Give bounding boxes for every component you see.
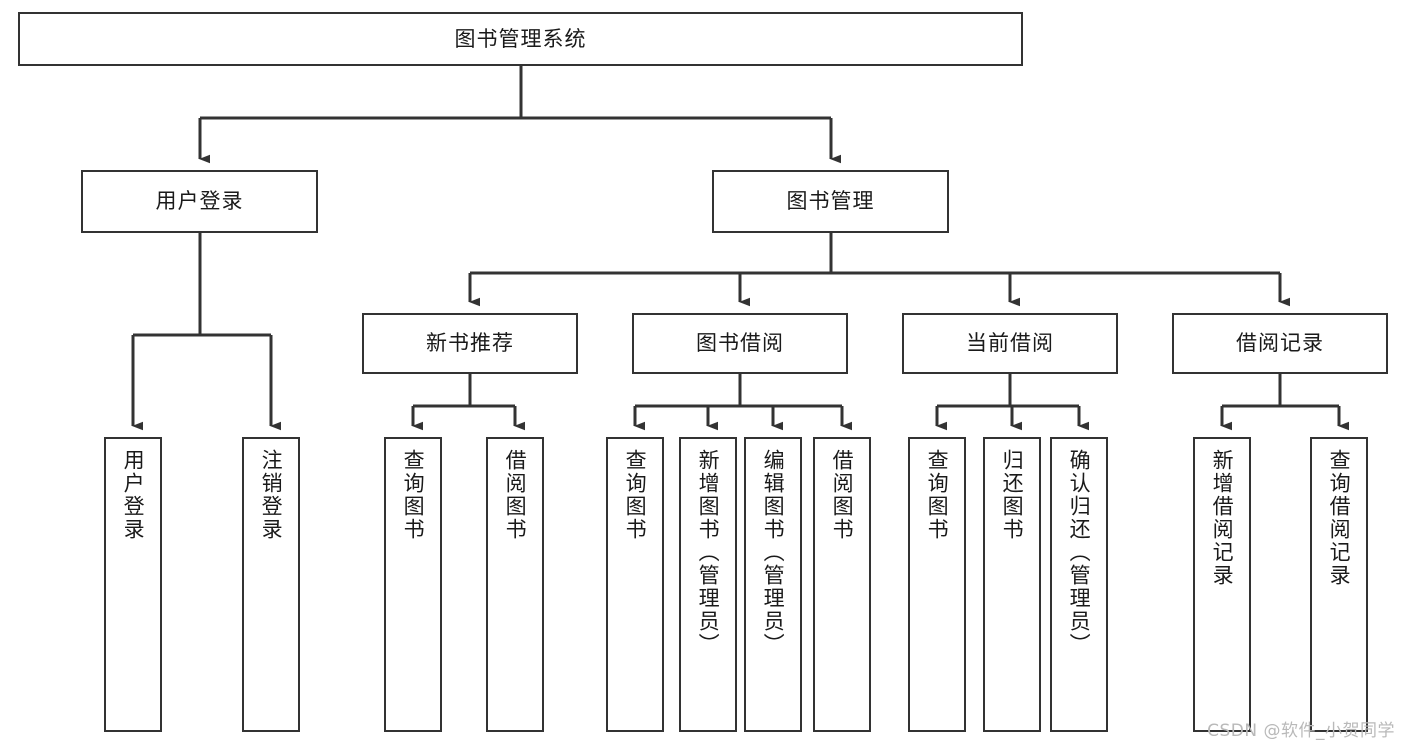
node-label-bookmgmt: 图书管理 — [786, 189, 875, 214]
node-label-f-query1: 查询图书 — [401, 449, 426, 541]
node-label-borrow: 图书借阅 — [696, 331, 784, 356]
node-label-f-return: 归还图书 — [1000, 449, 1025, 541]
node-label-f-borrow1: 借阅图书 — [503, 449, 528, 541]
node-label-f-query3: 查询图书 — [925, 449, 950, 541]
node-box-f-add: 新增图书（管理员） — [679, 437, 737, 732]
node-box-current: 当前借阅 — [902, 313, 1118, 374]
node-label-f-logout: 注销登录 — [259, 449, 284, 541]
node-box-f-edit: 编辑图书（管理员） — [744, 437, 802, 732]
node-label-f-edit: 编辑图书（管理员） — [761, 449, 786, 656]
node-box-newbook: 新书推荐 — [362, 313, 578, 374]
node-box-borrow: 图书借阅 — [632, 313, 848, 374]
node-box-records: 借阅记录 — [1172, 313, 1388, 374]
node-box-login: 用户登录 — [81, 170, 318, 233]
node-box-f-logout: 注销登录 — [242, 437, 300, 732]
node-label-f-addrec: 新增借阅记录 — [1210, 449, 1235, 587]
node-label-f-borrow2: 借阅图书 — [830, 449, 855, 541]
node-label-f-login: 用户登录 — [121, 449, 146, 541]
node-box-f-queryrec: 查询借阅记录 — [1310, 437, 1368, 732]
node-label-f-queryrec: 查询借阅记录 — [1327, 449, 1352, 587]
node-box-f-query1: 查询图书 — [384, 437, 442, 732]
node-box-f-addrec: 新增借阅记录 — [1193, 437, 1251, 732]
node-box-bookmgmt: 图书管理 — [712, 170, 949, 233]
node-label-f-confirm: 确认归还（管理员） — [1067, 449, 1092, 656]
node-box-f-query2: 查询图书 — [606, 437, 664, 732]
node-box-f-query3: 查询图书 — [908, 437, 966, 732]
node-label-root: 图书管理系统 — [454, 26, 587, 51]
node-label-f-query2: 查询图书 — [623, 449, 648, 541]
node-box-root: 图书管理系统 — [18, 12, 1023, 66]
node-label-login: 用户登录 — [155, 189, 244, 214]
node-box-f-confirm: 确认归还（管理员） — [1050, 437, 1108, 732]
node-box-f-return: 归还图书 — [983, 437, 1041, 732]
node-box-f-borrow2: 借阅图书 — [813, 437, 871, 732]
csdn-watermark: CSDN @软件_小贺同学 — [1207, 721, 1395, 741]
node-box-f-borrow1: 借阅图书 — [486, 437, 544, 732]
node-label-current: 当前借阅 — [966, 331, 1054, 356]
node-label-newbook: 新书推荐 — [426, 331, 514, 356]
node-label-f-add: 新增图书（管理员） — [696, 449, 721, 656]
node-box-f-login: 用户登录 — [104, 437, 162, 732]
node-label-records: 借阅记录 — [1236, 331, 1324, 356]
